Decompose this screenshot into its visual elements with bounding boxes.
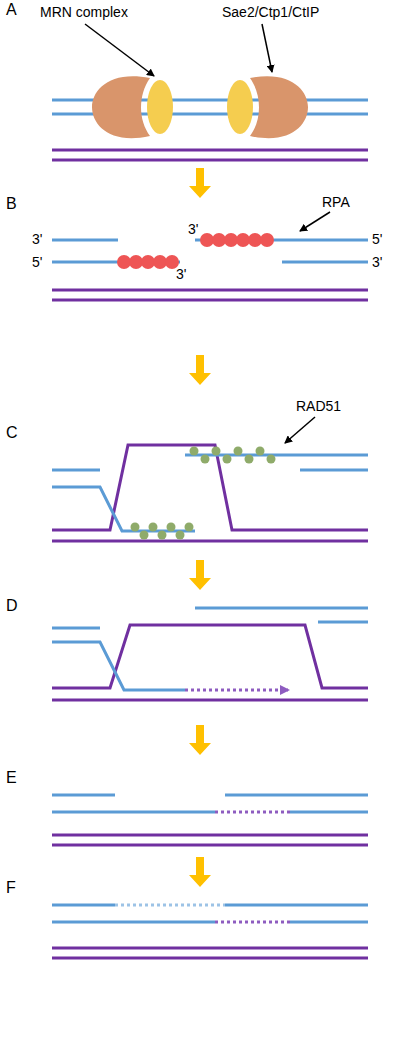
- dna-strand: [290, 811, 368, 814]
- invading-strand: [52, 487, 195, 531]
- rpa-protein: [236, 233, 250, 247]
- template-strand: [52, 159, 368, 162]
- dna-strand: [52, 469, 100, 472]
- step-arrow: [189, 168, 211, 198]
- dna-strand: [52, 904, 115, 907]
- protein-label: RAD51: [296, 398, 341, 414]
- rpa-protein: [260, 233, 274, 247]
- step-arrow: [189, 560, 211, 590]
- rad51-protein: [212, 447, 221, 456]
- rad51-protein: [131, 523, 140, 532]
- dna-strand: [300, 469, 368, 472]
- sae2-protein: [92, 76, 150, 138]
- rpa-protein: [212, 233, 226, 247]
- dna-strand: [290, 921, 368, 924]
- protein-label: RPA: [322, 194, 350, 210]
- rad51-protein: [167, 523, 176, 532]
- leader-arrow: [262, 24, 272, 72]
- panel-letter: F: [6, 880, 16, 896]
- sae2-protein: [250, 76, 308, 138]
- rpa-protein: [117, 255, 131, 269]
- rpa-protein: [224, 233, 238, 247]
- panel-letter: E: [6, 770, 17, 786]
- rad51-protein: [245, 455, 254, 464]
- rad51-protein: [149, 523, 158, 532]
- rpa-protein: [141, 255, 155, 269]
- dna-strand: [282, 261, 368, 264]
- rad51-protein: [223, 455, 232, 464]
- template-strand: [52, 844, 368, 847]
- new-synthesis: [185, 689, 288, 692]
- rad51-protein: [201, 455, 210, 464]
- template-strand: [52, 299, 368, 302]
- strand-end-label: 5': [372, 231, 382, 247]
- mrn-protein: [147, 80, 173, 134]
- template-strand: [52, 149, 368, 152]
- dna-strand: [195, 607, 368, 610]
- template-strand: [52, 957, 368, 960]
- panel-letter: A: [6, 2, 17, 18]
- protein-label: MRN complex: [40, 4, 128, 20]
- rad51-protein: [176, 531, 185, 540]
- invading-strand: [52, 642, 185, 690]
- displaced-strand: [52, 625, 368, 688]
- dna-strand: [52, 239, 118, 242]
- rad51-protein: [256, 447, 265, 456]
- mrn-protein: [227, 80, 253, 134]
- template-strand: [52, 699, 368, 702]
- step-arrow: [189, 725, 211, 755]
- step-arrow: [189, 355, 211, 385]
- dna-strand: [52, 794, 115, 797]
- new-synthesis: [115, 904, 225, 907]
- new-synthesis: [215, 811, 290, 814]
- rad51-protein: [190, 447, 199, 456]
- template-strand: [52, 834, 368, 837]
- rpa-protein: [129, 255, 143, 269]
- rad51-protein: [234, 447, 243, 456]
- displaced-strand: [52, 445, 368, 530]
- rpa-protein: [248, 233, 262, 247]
- rad51-protein: [185, 523, 194, 532]
- panel-letter: C: [6, 425, 18, 441]
- strand-end-label: 3': [32, 231, 42, 247]
- dna-strand: [225, 904, 368, 907]
- step-arrow: [189, 857, 211, 887]
- rad51-protein: [140, 531, 149, 540]
- strand-end-label: 5': [32, 254, 42, 270]
- template-strand: [52, 540, 368, 543]
- new-synthesis: [215, 921, 290, 924]
- panel-letter: D: [6, 598, 18, 614]
- template-strand: [52, 947, 368, 950]
- dna-strand: [52, 627, 100, 630]
- strand-end-label: 3': [372, 254, 382, 270]
- dna-strand: [52, 921, 215, 924]
- dna-strand: [185, 454, 368, 457]
- strand-end-label: 3': [176, 266, 186, 282]
- dna-strand: [318, 621, 368, 624]
- dna-strand: [225, 794, 368, 797]
- panel-letter: B: [6, 196, 17, 212]
- rpa-protein: [153, 255, 167, 269]
- rad51-protein: [267, 455, 276, 464]
- leader-arrow: [285, 417, 315, 443]
- leader-arrow: [85, 24, 154, 76]
- rpa-protein: [200, 233, 214, 247]
- strand-end-label: 3': [188, 221, 198, 237]
- rad51-protein: [158, 531, 167, 540]
- dna-strand: [52, 811, 215, 814]
- template-strand: [52, 289, 368, 292]
- leader-arrow: [300, 212, 330, 231]
- protein-label: Sae2/Ctp1/CtIP: [222, 4, 319, 20]
